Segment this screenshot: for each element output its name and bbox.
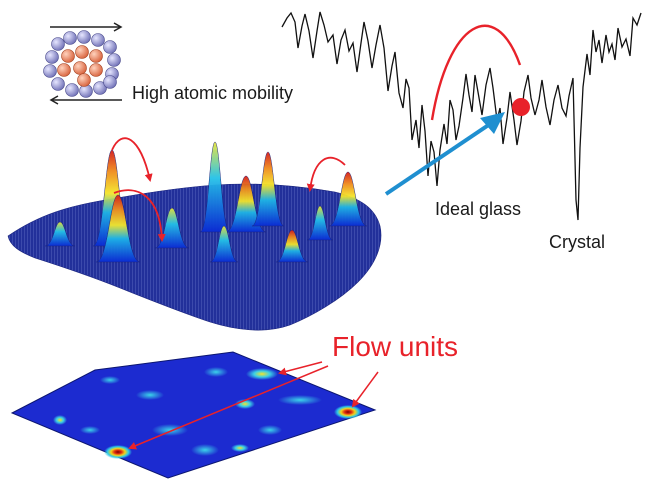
surface-peak: [306, 205, 334, 241]
atom-blue: [107, 53, 121, 67]
red-dot-icon: [512, 98, 530, 116]
flow-unit-spot: [80, 426, 100, 434]
hop-arrow-1-icon: [111, 137, 153, 182]
atom-red: [57, 63, 71, 77]
energy-surface-base: [7, 183, 382, 331]
atom-blue: [63, 31, 77, 45]
flow-units-label: Flow units: [332, 331, 459, 362]
blue-arrow-shaft: [384, 122, 492, 196]
shear-arrow-icons: [49, 22, 123, 105]
flow-unit-spot: [235, 399, 255, 409]
atom-blue: [103, 40, 117, 54]
surface-peak: [95, 194, 141, 263]
high-atomic-mobility-label: High atomic mobility: [132, 83, 294, 103]
crystal-label: Crystal: [549, 232, 606, 252]
flow-unit-spot: [104, 445, 132, 459]
atom-red: [73, 61, 87, 75]
flow-unit-spot: [278, 395, 322, 405]
atom-red: [61, 49, 75, 63]
flow-map-plane: [10, 351, 377, 479]
atom-blue: [43, 64, 57, 78]
atom-blue: [103, 75, 117, 89]
surface-peak: [44, 221, 76, 247]
flow-unit-map: [10, 351, 377, 479]
ideal-glass-label: Ideal glass: [435, 199, 522, 219]
blue-arrow-head-icon: [480, 112, 505, 134]
flow-unit-spot: [191, 444, 219, 456]
flow-unit-spot: [100, 376, 120, 384]
hop-arrow-3-icon: [306, 156, 346, 192]
energy-barrier-arc: [430, 24, 522, 121]
atom-red: [75, 45, 89, 59]
atom-red: [89, 63, 103, 77]
surface-peak: [199, 141, 231, 233]
flow-unit-spot: [258, 425, 282, 435]
pointer-1-icon: [278, 361, 323, 376]
energy-landscape-curve: [281, 11, 642, 221]
flow-unit-pointers: [128, 361, 379, 450]
atom-blue: [51, 77, 65, 91]
atom-red: [89, 49, 103, 63]
pointer-2-icon: [128, 365, 329, 450]
atom-red: [77, 73, 91, 87]
atom-blue: [45, 50, 59, 64]
hop-arrow-2-icon: [113, 189, 166, 242]
surface-peak: [209, 225, 239, 263]
flow-unit-spot: [53, 415, 67, 425]
surface-peak: [328, 171, 368, 227]
flow-unit-spot: [246, 368, 278, 380]
surface-peak: [251, 151, 285, 227]
atom-blue: [77, 30, 91, 44]
atom-blue: [65, 83, 79, 97]
atom-cluster-icon: [43, 30, 121, 98]
flow-unit-spot: [231, 444, 249, 452]
flow-unit-spot: [334, 405, 362, 419]
atom-blue: [91, 33, 105, 47]
pointer-3-icon: [351, 371, 379, 408]
energy-surface: [7, 141, 382, 331]
flow-unit-spot: [136, 390, 164, 400]
atom-blue: [51, 37, 65, 51]
surface-peak: [275, 229, 309, 263]
flow-unit-spot: [204, 367, 228, 377]
atom-blue: [93, 81, 107, 95]
